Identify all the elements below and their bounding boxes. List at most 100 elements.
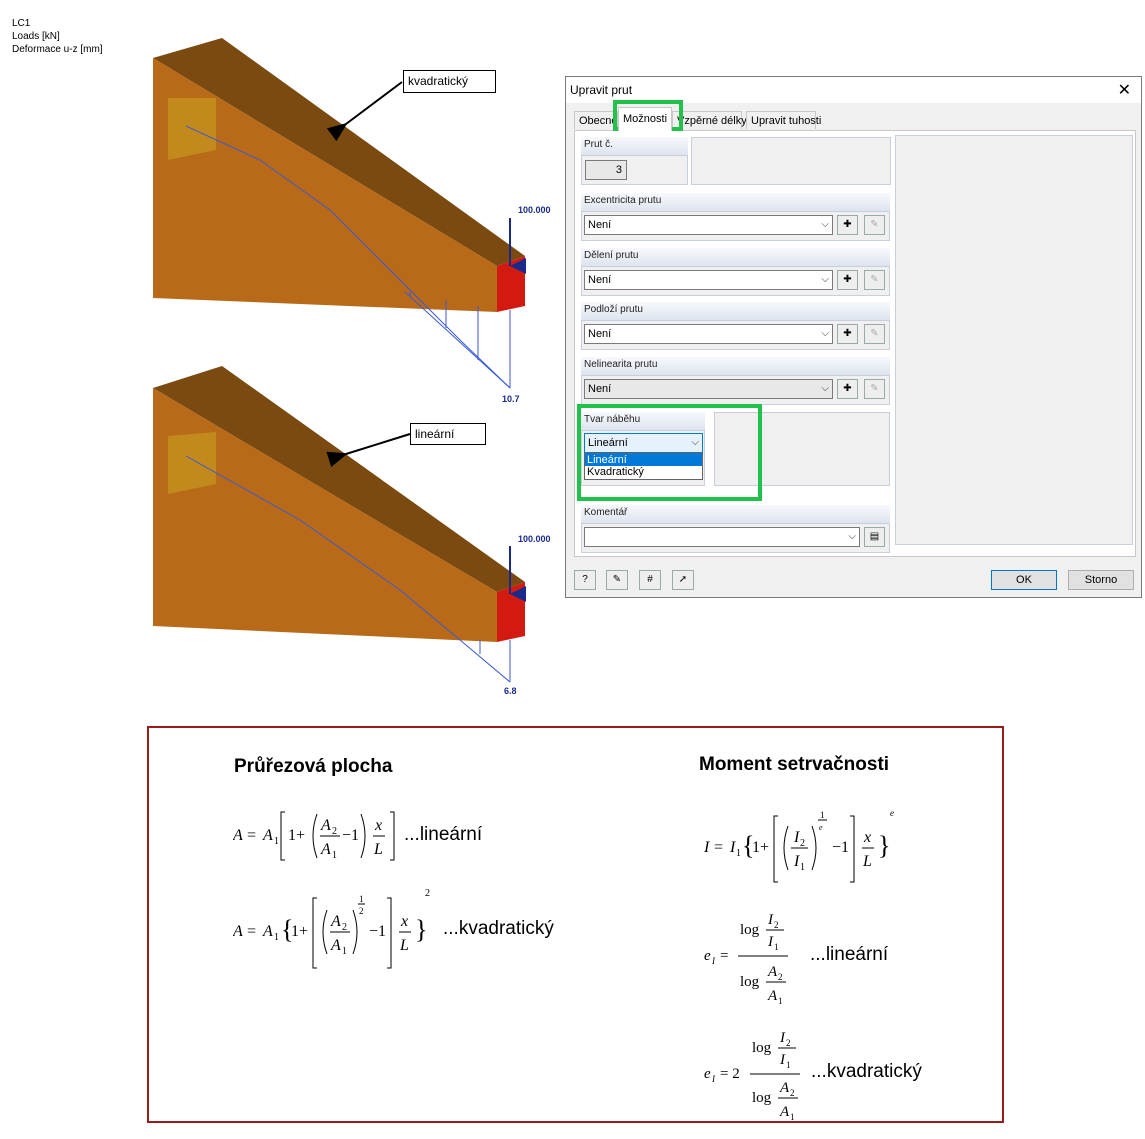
svg-text:{: { <box>742 831 754 860</box>
tab-general[interactable]: Obecné <box>574 111 618 129</box>
comment-input[interactable]: ⌵ <box>584 527 860 547</box>
svg-text:A: A <box>330 937 341 954</box>
svg-text:1: 1 <box>820 810 825 820</box>
tab-modify-stiffness[interactable]: Upravit tuhosti <box>746 111 821 129</box>
eccentricity-value: Není <box>588 219 612 231</box>
load-value-1: 100.000 <box>518 205 551 215</box>
svg-text:I: I <box>793 853 800 870</box>
svg-text:A: A <box>330 913 341 930</box>
help-icon[interactable]: ? <box>574 570 596 590</box>
edit-foundation-icon[interactable]: ✎ <box>864 324 885 344</box>
chevron-down-icon: ⌵ <box>821 219 829 230</box>
svg-text:I: I <box>704 839 710 856</box>
svg-text:L: L <box>862 853 872 870</box>
edit-member-dialog: Upravit prut ✕ Obecné Možnosti Vzpěrné d… <box>565 76 1142 598</box>
close-icon[interactable]: ✕ <box>1117 82 1131 99</box>
member-no-label: Prut č. <box>581 137 688 155</box>
svg-text:−1: −1 <box>832 839 849 856</box>
foundation-value: Není <box>588 328 612 340</box>
select-icon[interactable]: ➚ <box>672 570 694 590</box>
svg-text:I: I <box>779 1052 786 1068</box>
tab-options[interactable]: Možnosti <box>618 107 672 131</box>
svg-text:}: } <box>415 915 427 944</box>
svg-text:1: 1 <box>774 942 779 952</box>
svg-text:I: I <box>767 934 774 950</box>
moment-of-inertia-title: Moment setrvačnosti <box>699 754 890 775</box>
member-no-field[interactable]: 3 <box>585 160 627 180</box>
taper-option-linear[interactable]: Lineární <box>585 454 702 466</box>
taper-shape-label: Tvar náběhu <box>581 412 705 430</box>
svg-text:2: 2 <box>786 1038 791 1048</box>
svg-text:I: I <box>793 829 800 846</box>
new-foundation-icon[interactable]: ✚ <box>837 324 858 344</box>
beam-linear <box>153 366 526 683</box>
numbers-icon[interactable]: # <box>639 570 661 590</box>
area-linear-note: ...lineární <box>404 824 483 845</box>
svg-text:2: 2 <box>778 972 783 982</box>
beam-quadratic <box>153 38 526 389</box>
member-info-box <box>691 137 891 185</box>
cross-section-area-title: Průřezová plocha <box>234 756 393 777</box>
svg-text:I: I <box>767 912 774 928</box>
svg-text:A: A <box>262 923 273 940</box>
svg-text:2: 2 <box>774 920 779 930</box>
tab-buckling-lengths[interactable]: Vzpěrné délky <box>672 111 747 129</box>
comment-library-icon[interactable]: ▤ <box>864 527 885 547</box>
svg-text:1: 1 <box>790 1112 795 1122</box>
nonlinearity-label: Nelinearita prutu <box>581 357 890 375</box>
new-nonlinearity-icon[interactable]: ✚ <box>837 379 858 399</box>
svg-text:−1: −1 <box>342 827 359 844</box>
new-division-icon[interactable]: ✚ <box>837 270 858 290</box>
deflection-value-2: 6.8 <box>504 686 517 696</box>
new-eccentricity-icon[interactable]: ✚ <box>837 215 858 235</box>
edit-eccentricity-icon[interactable]: ✎ <box>864 215 885 235</box>
edit-division-icon[interactable]: ✎ <box>864 270 885 290</box>
load-value-2: 100.000 <box>518 534 551 544</box>
loads-unit-label: Loads [kN] <box>12 31 60 42</box>
svg-text:A: A <box>320 841 331 858</box>
edit-nonlinearity-icon[interactable]: ✎ <box>864 379 885 399</box>
division-label: Dělení prutu <box>581 248 890 266</box>
svg-text:log: log <box>752 1090 772 1106</box>
svg-text:1: 1 <box>800 862 805 873</box>
svg-text:log: log <box>740 922 760 938</box>
eccentricity-select[interactable]: Není ⌵ <box>584 215 833 235</box>
ok-button[interactable]: OK <box>991 570 1057 590</box>
nonlinearity-select[interactable]: Není⌵ <box>584 379 833 399</box>
svg-text:1+: 1+ <box>288 827 305 844</box>
svg-text:e: e <box>890 808 894 818</box>
svg-text:L: L <box>399 937 409 954</box>
deformation-unit-label: Deformace u-z [mm] <box>12 44 103 55</box>
division-select[interactable]: Není⌵ <box>584 270 833 290</box>
svg-text:I: I <box>711 1074 716 1084</box>
svg-text:=: = <box>720 948 728 964</box>
svg-text:1: 1 <box>786 1060 791 1070</box>
foundation-select[interactable]: Není⌵ <box>584 324 833 344</box>
load-case-info: LC1 Loads [kN] Deformace u-z [mm] <box>12 17 103 56</box>
cancel-button[interactable]: Storno <box>1068 570 1134 590</box>
svg-text:x: x <box>863 829 871 846</box>
svg-text:=: = <box>247 827 256 844</box>
taper-shape-select[interactable]: Lineární⌵ <box>584 433 703 453</box>
taper-option-quadratic[interactable]: Kvadratický <box>587 466 644 478</box>
edit-icon[interactable]: ✎ <box>606 570 628 590</box>
svg-text:I: I <box>711 956 716 966</box>
svg-text:L: L <box>373 841 383 858</box>
svg-text:A: A <box>233 923 243 940</box>
svg-text:1: 1 <box>332 850 337 861</box>
chevron-down-icon: ⌵ <box>821 383 829 394</box>
taper-shape-value: Lineární <box>588 437 628 449</box>
svg-text:1: 1 <box>274 932 279 943</box>
exponent-linear-note: ...lineární <box>810 944 889 965</box>
svg-text:I: I <box>779 1030 786 1046</box>
eccentricity-label: Excentricita prutu <box>581 193 890 211</box>
options-panel: Prut č. 3 Excentricita prutu Není ⌵ ✚ ✎ D… <box>574 130 1136 557</box>
svg-text:2: 2 <box>425 888 430 899</box>
exponent-quadratic-note: ...kvadratický <box>811 1061 922 1082</box>
svg-text:x: x <box>400 913 408 930</box>
svg-text:1: 1 <box>778 996 783 1006</box>
